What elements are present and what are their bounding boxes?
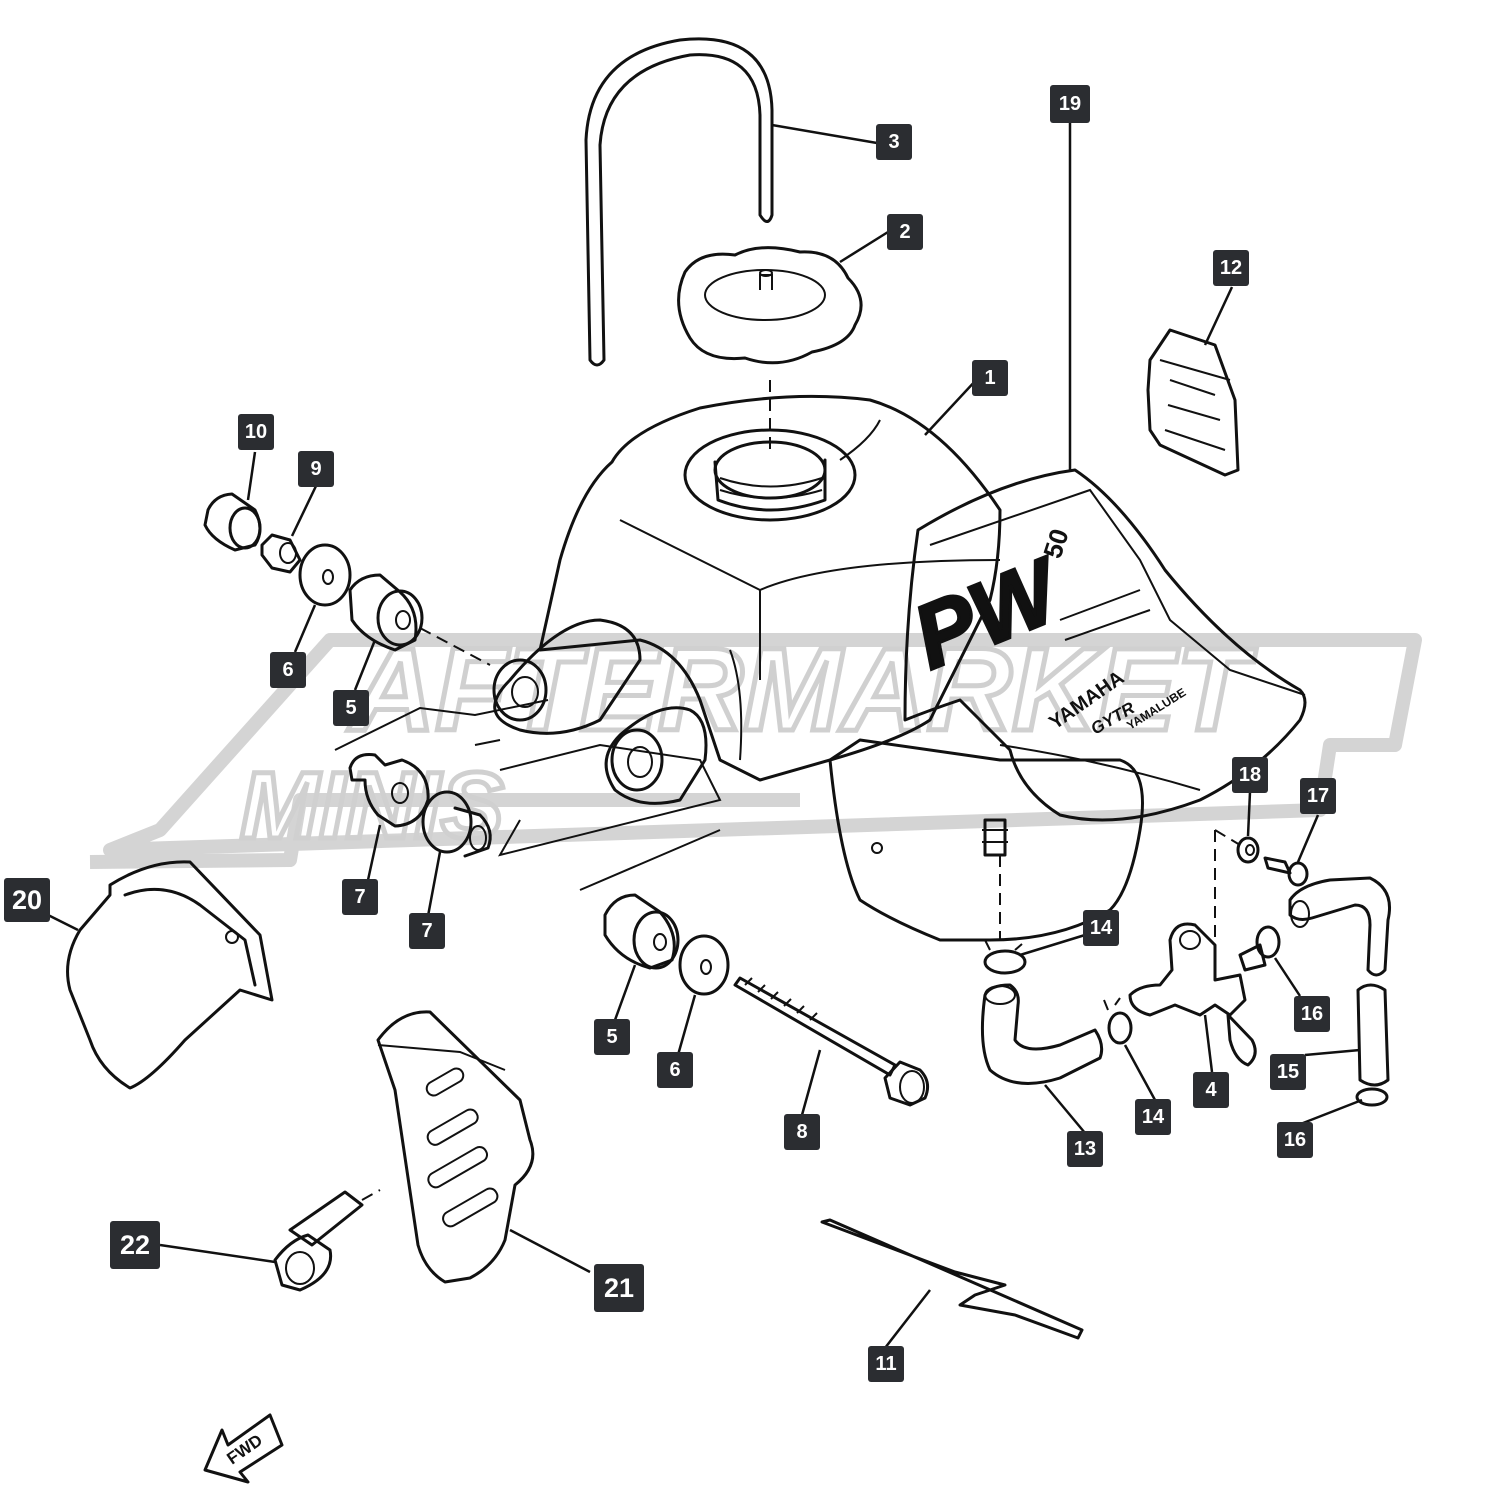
callout-5a: 5: [333, 690, 369, 726]
svg-text:12: 12: [1220, 257, 1242, 279]
svg-text:14: 14: [1090, 917, 1113, 939]
mount-collar: [260, 533, 302, 574]
drain-hose-lower: [1356, 983, 1390, 1087]
callout-20: 20: [4, 878, 50, 922]
callout-3: 3: [876, 124, 912, 160]
callout-2: 2: [887, 214, 923, 250]
fuel-hose-elbow: [980, 983, 1104, 1085]
svg-text:3: 3: [888, 131, 899, 153]
callout-14a: 14: [1083, 910, 1119, 946]
svg-text:6: 6: [282, 659, 293, 681]
mount-washer-a: [298, 543, 352, 607]
drain-hose-upper: [1288, 876, 1391, 977]
svg-text:16: 16: [1284, 1129, 1306, 1151]
forward-direction-arrow: FWD: [203, 1413, 284, 1484]
heat-shield: [376, 1010, 535, 1284]
mount-cap: [203, 492, 262, 552]
watermark-line1: AFTERMARKET: [347, 624, 1257, 756]
callout-16b: 16: [1277, 1122, 1313, 1158]
svg-text:17: 17: [1307, 785, 1329, 807]
svg-text:5: 5: [345, 697, 356, 719]
forward-direction-label: FWD: [223, 1431, 266, 1469]
svg-text:1: 1: [984, 367, 995, 389]
svg-text:11: 11: [875, 1353, 896, 1375]
callout-22: 22: [110, 1221, 160, 1269]
callout-6b: 6: [657, 1052, 693, 1088]
callout-18: 18: [1232, 757, 1268, 793]
mount-bolt: [733, 976, 930, 1107]
svg-text:18: 18: [1239, 764, 1261, 786]
callout-19: 19: [1050, 85, 1090, 123]
fuel-cap: [677, 246, 863, 365]
tank-strip: [820, 1218, 1084, 1340]
svg-text:6: 6: [669, 1059, 680, 1081]
callout-17: 17: [1300, 778, 1336, 814]
emblem: [1146, 328, 1240, 477]
svg-text:14: 14: [1142, 1106, 1165, 1128]
callout-14b: 14: [1135, 1099, 1171, 1135]
hose-clamp-a: [983, 939, 1027, 975]
side-cover: [66, 860, 274, 1090]
svg-text:4: 4: [1205, 1079, 1217, 1101]
callout-4: 4: [1193, 1072, 1229, 1108]
hose-clamp-d: [1355, 1087, 1389, 1107]
fuel-cock: [1128, 922, 1267, 1067]
svg-text:21: 21: [604, 1273, 634, 1303]
svg-text:22: 22: [120, 1230, 150, 1260]
callout-12: 12: [1213, 250, 1249, 286]
callout-7a: 7: [342, 879, 378, 915]
callout-11: 11: [868, 1346, 904, 1382]
callout-15: 15: [1270, 1054, 1306, 1090]
callout-6a: 6: [270, 652, 306, 688]
callout-5b: 5: [594, 1019, 630, 1055]
svg-text:13: 13: [1074, 1138, 1096, 1160]
svg-text:9: 9: [310, 458, 321, 480]
svg-text:19: 19: [1059, 93, 1081, 115]
svg-text:15: 15: [1277, 1061, 1299, 1083]
mount-damper-b: [603, 893, 680, 970]
callout-7b: 7: [409, 913, 445, 949]
callout-16a: 16: [1294, 996, 1330, 1032]
hose-clamp-c: [1255, 925, 1281, 959]
cock-washer: [1236, 836, 1260, 864]
svg-text:5: 5: [606, 1026, 617, 1048]
callout-21: 21: [594, 1264, 644, 1312]
callout-8: 8: [784, 1114, 820, 1150]
callout-10: 10: [238, 414, 274, 450]
shield-screw: [273, 1190, 364, 1292]
leader-lines: [47, 122, 1363, 1349]
mount-bushing-b: [421, 790, 492, 858]
svg-text:16: 16: [1301, 1003, 1323, 1025]
svg-text:2: 2: [899, 221, 910, 243]
breather-hose: [584, 37, 774, 367]
fuel-tank: [492, 394, 1144, 942]
mount-bushing-a: [348, 753, 430, 828]
svg-text:8: 8: [796, 1121, 807, 1143]
callout-9: 9: [298, 451, 334, 487]
callout-1: 1: [972, 360, 1008, 396]
mount-washer-b: [678, 934, 730, 996]
svg-text:20: 20: [12, 885, 42, 915]
svg-text:10: 10: [245, 421, 267, 443]
callout-13: 13: [1067, 1131, 1103, 1167]
hose-clamp-b: [1103, 997, 1133, 1045]
decal-model-size-text: 50: [1037, 525, 1074, 562]
watermark: AFTERMARKET MINIS: [89, 622, 1422, 869]
cock-screw: [1263, 856, 1309, 887]
svg-text:7: 7: [421, 920, 432, 942]
svg-text:7: 7: [354, 886, 365, 908]
mount-damper-a: [348, 573, 424, 652]
